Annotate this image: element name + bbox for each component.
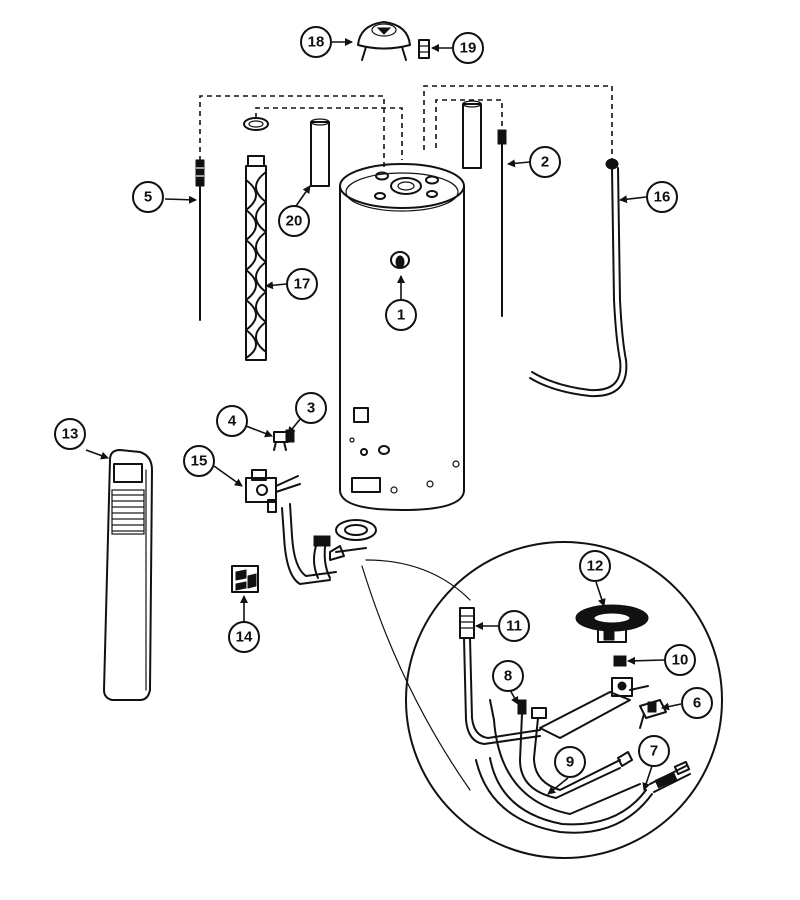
callout-13: 13 [54,418,86,450]
part-12-burner [575,604,649,643]
dashed-connection-lines [199,85,613,170]
callout-4: 4 [216,405,248,437]
svg-text:3: 3 [307,400,315,417]
svg-text:11: 11 [506,618,522,635]
callout-8: 8 [492,660,524,692]
svg-text:19: 19 [460,40,477,57]
svg-text:20: 20 [286,213,303,230]
callout-2: 2 [529,146,561,178]
part-18-cap [357,21,411,61]
callout-5: 5 [132,181,164,213]
svg-text:8: 8 [504,668,512,685]
part-17-flue-baffle [243,117,269,361]
pipe-nipple-right [462,100,482,169]
callout-16: 16 [646,181,678,213]
burner-bracket [539,677,649,739]
part-20-pipe-nipple [310,118,330,187]
callout-17: 17 [286,268,318,300]
svg-text:10: 10 [672,652,689,669]
svg-text:2: 2 [541,154,549,171]
svg-text:14: 14 [236,629,253,646]
callout-6: 6 [681,687,713,719]
part-19-fitting [418,39,430,59]
callout-15: 15 [183,445,215,477]
part-5-anode-rod [195,159,205,321]
svg-text:7: 7 [650,743,658,760]
part-11-manifold-tube [459,607,541,745]
part-2-anode-rod [497,129,507,317]
magnified-detail-circle [361,541,723,859]
leader-lines [85,38,682,795]
part-7-igniter-wires [475,699,691,834]
water-heater-tank [339,163,465,511]
callout-19: 19 [452,32,484,64]
svg-text:13: 13 [62,426,79,443]
svg-text:1: 1 [397,307,405,324]
part-3-4-drain-valve [273,429,295,451]
part-14-label [231,565,259,593]
callout-14: 14 [228,621,260,653]
callout-3: 3 [295,392,327,424]
callout-18: 18 [300,26,332,58]
part-9-thermocouple [617,751,633,767]
callout-7: 7 [638,735,670,767]
burner-manifold-assembly [281,503,377,585]
svg-text:6: 6 [693,695,701,712]
part-8-fitting [517,699,621,799]
callout-9: 9 [554,746,586,778]
part-10-orifice [613,655,627,667]
part-15-gas-control-valve [245,469,301,513]
svg-text:15: 15 [191,453,208,470]
svg-text:4: 4 [228,413,237,430]
callout-10: 10 [664,644,696,676]
callout-20: 20 [278,205,310,237]
svg-text:16: 16 [654,189,671,206]
part-13-outer-door [103,449,153,701]
part-6-pilot-assembly [639,699,667,729]
callout-12: 12 [579,550,611,582]
svg-text:12: 12 [587,558,604,575]
svg-text:5: 5 [144,189,152,206]
part-16-dip-tube [529,158,628,398]
callout-1: 1 [385,299,417,331]
callout-11: 11 [498,610,530,642]
svg-text:17: 17 [294,276,311,293]
svg-text:18: 18 [308,34,325,51]
svg-text:9: 9 [566,754,574,771]
